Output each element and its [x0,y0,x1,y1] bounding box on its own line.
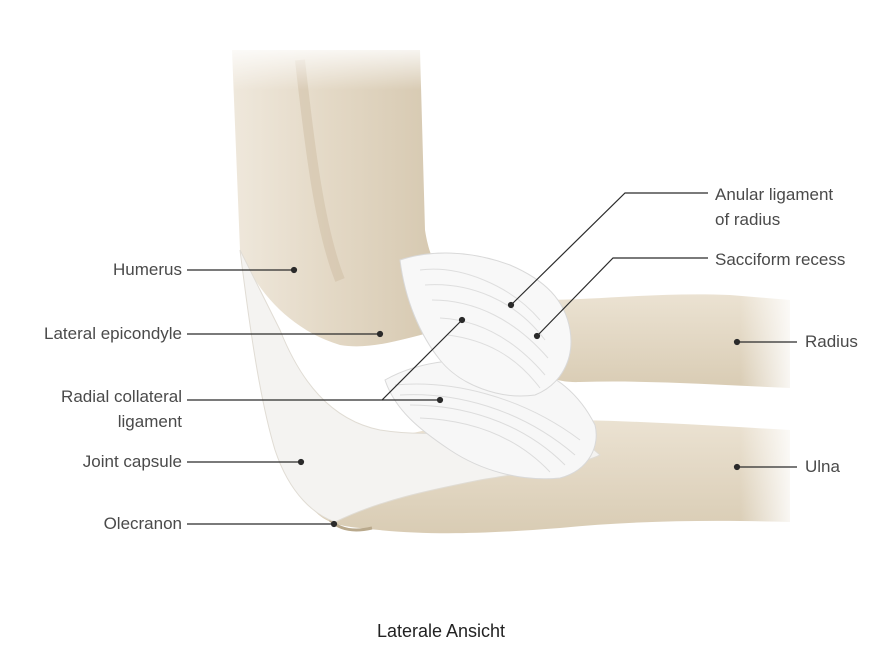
leader-sacciform [536,257,708,337]
humerus-bone [232,50,455,347]
figure-caption: Laterale Ansicht [376,621,506,641]
label-radius: Radius [805,332,858,351]
radius-bone [535,294,790,388]
label-ulna: Ulna [805,457,840,476]
label-radial-collateral-line2: ligament [117,412,182,431]
label-joint-capsule: Joint capsule [82,452,182,471]
label-anular-line2: of radius [715,210,781,229]
label-sacciform: Sacciform recess [715,250,846,269]
label-lateral-epicondyle: Lateral epicondyle [44,324,182,343]
label-olecranon: Olecranon [103,514,182,533]
leader-anular [510,192,708,306]
label-anular-line1: Anular ligament [715,185,834,204]
label-humerus: Humerus [113,260,182,279]
label-radial-collateral-line1: Radial collateral [61,387,182,406]
